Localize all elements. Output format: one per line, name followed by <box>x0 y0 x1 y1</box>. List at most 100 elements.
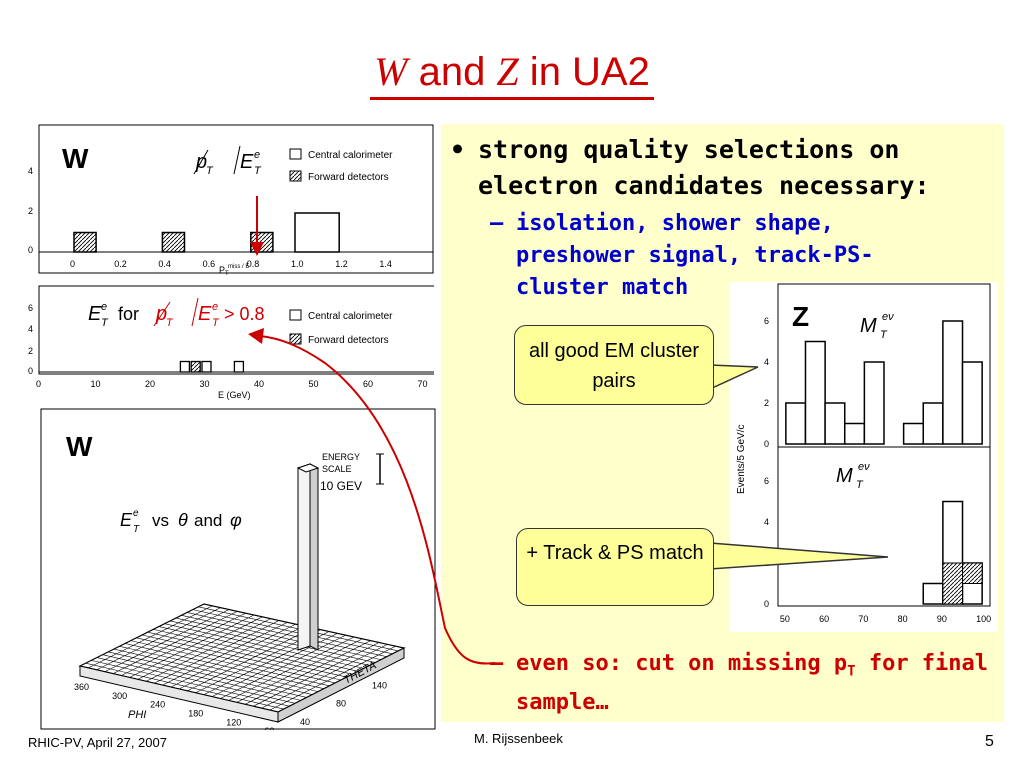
lego-gridline <box>192 609 393 655</box>
svg-text:T: T <box>206 165 214 177</box>
p1-ytick-0: 0 <box>28 245 33 255</box>
legend2-central-swatch <box>289 309 302 321</box>
energy-scale-value: 10 GEV <box>320 479 362 493</box>
slide-title: W and Z in UA2 <box>0 44 1024 100</box>
svg-text:and: and <box>194 511 222 530</box>
lego-gridline <box>102 654 301 701</box>
lego-gridline <box>181 614 382 660</box>
panel2-formula: E T e for p T E T e > 0.8 <box>88 297 265 329</box>
lego-gridline <box>96 657 296 704</box>
p2-xtick-7: 70 <box>418 379 428 389</box>
phi-tick-0: 360 <box>74 682 89 692</box>
svg-text:M: M <box>860 315 877 337</box>
lego-gridline <box>170 620 370 666</box>
p4l-ytick-0: 0 <box>764 599 769 609</box>
svg-text:T: T <box>254 165 262 177</box>
svg-text:M: M <box>836 465 853 487</box>
svg-text:e: e <box>101 301 107 313</box>
svg-text:E: E <box>198 303 212 325</box>
panel3-label: W <box>66 431 93 462</box>
phi-label: PHI <box>128 709 146 721</box>
panel2-xaxis-label: E (GeV) <box>218 390 251 400</box>
p2-xtick-3: 30 <box>200 379 210 389</box>
legend-central-swatch <box>289 148 302 160</box>
phi-ticks: 36030024018012060 <box>74 682 274 730</box>
p4u-ytick-1: 2 <box>764 398 769 408</box>
panel4-ylabel: Events/5 GeV/c <box>736 425 747 494</box>
dash-icon: – <box>490 211 504 236</box>
p2-xtick-2: 20 <box>145 379 155 389</box>
svg-text:T: T <box>880 329 888 341</box>
svg-text:E: E <box>88 303 102 325</box>
lego-tower <box>296 463 320 651</box>
p4u-bar-6 <box>902 422 925 445</box>
title-z: Z <box>496 49 519 94</box>
p4l-hatch-1 <box>962 562 983 584</box>
lego-gridline <box>175 617 376 663</box>
p1-xtick-7: 1.4 <box>379 259 392 269</box>
svg-text:T: T <box>225 271 229 276</box>
p1-ytick-2: 2 <box>28 206 33 216</box>
p2-bar-1 <box>190 360 201 373</box>
panel1-label: W <box>62 143 89 174</box>
lego-gridline <box>130 640 330 687</box>
svg-text:E: E <box>120 510 133 530</box>
svg-text:e: e <box>254 149 260 161</box>
svg-text:T: T <box>133 524 140 535</box>
theta-tick-2: 140 <box>372 680 387 690</box>
svg-text:θ: θ <box>178 510 188 530</box>
svg-text:E: E <box>240 151 254 173</box>
p4-xtick-0: 50 <box>780 614 790 624</box>
svg-text:φ: φ <box>230 510 242 530</box>
p2-xtick-0: 0 <box>36 379 41 389</box>
svg-text:T: T <box>212 317 220 329</box>
lego-side-edge <box>277 647 405 723</box>
p2-xtick-5: 50 <box>309 379 319 389</box>
p1-xtick-3: 0.6 <box>203 259 216 269</box>
p2-xtick-4: 40 <box>254 379 264 389</box>
panel4-lower-formula: M T eν <box>836 461 870 491</box>
lego-gridline <box>141 634 342 681</box>
lego-gridline <box>91 660 290 707</box>
bullet-main-text: strong quality selections on electron ca… <box>478 135 930 200</box>
svg-text:e: e <box>212 301 218 313</box>
panel1-histogram: W p T E T e Central calorimeter Forward … <box>14 124 434 276</box>
theta-tick-1: 80 <box>336 699 346 709</box>
svg-text:P: P <box>219 265 225 275</box>
p4u-bar-1 <box>804 340 826 445</box>
panel2-legend-central: Central calorimeter <box>308 311 393 322</box>
legend-forward-swatch <box>289 170 302 182</box>
callout-pointers <box>709 364 889 570</box>
panel1-formula: p T E T e <box>193 145 262 177</box>
p4l-ytick-3: 6 <box>764 476 769 486</box>
curved-arrow <box>248 328 496 665</box>
p4-xtick-4: 90 <box>937 614 947 624</box>
svg-text:T: T <box>101 317 109 329</box>
p1-xtick-5: 1.0 <box>291 259 304 269</box>
panel2-bars <box>39 360 434 373</box>
panel1-xaxis-label: P T miss / E <box>219 264 249 276</box>
lego-gridline <box>125 643 324 690</box>
bullet-sub-text: isolation, shower shape, preshower signa… <box>516 211 874 300</box>
p1-xtick-6: 1.2 <box>335 259 348 269</box>
panel1-legend-forward: Forward detectors <box>308 172 389 183</box>
p2-ytick-4: 4 <box>28 324 33 334</box>
lego-gridline <box>85 662 284 710</box>
lego-gridline <box>187 612 387 658</box>
svg-text:T: T <box>166 317 174 329</box>
lego-gridline <box>147 631 347 678</box>
p1-bar-1 <box>161 231 186 253</box>
lego-gridline <box>113 648 313 695</box>
arrow-down <box>250 196 264 256</box>
p2-ytick-0: 0 <box>28 366 33 376</box>
panel4-lower-bars <box>922 500 983 605</box>
p4-xtick-1: 60 <box>819 614 829 624</box>
svg-text:miss / E: miss / E <box>228 264 249 270</box>
panel4-label: Z <box>792 301 809 332</box>
callout-all-good: all good EM cluster pairs <box>514 325 714 405</box>
svg-text:vs: vs <box>152 511 169 530</box>
